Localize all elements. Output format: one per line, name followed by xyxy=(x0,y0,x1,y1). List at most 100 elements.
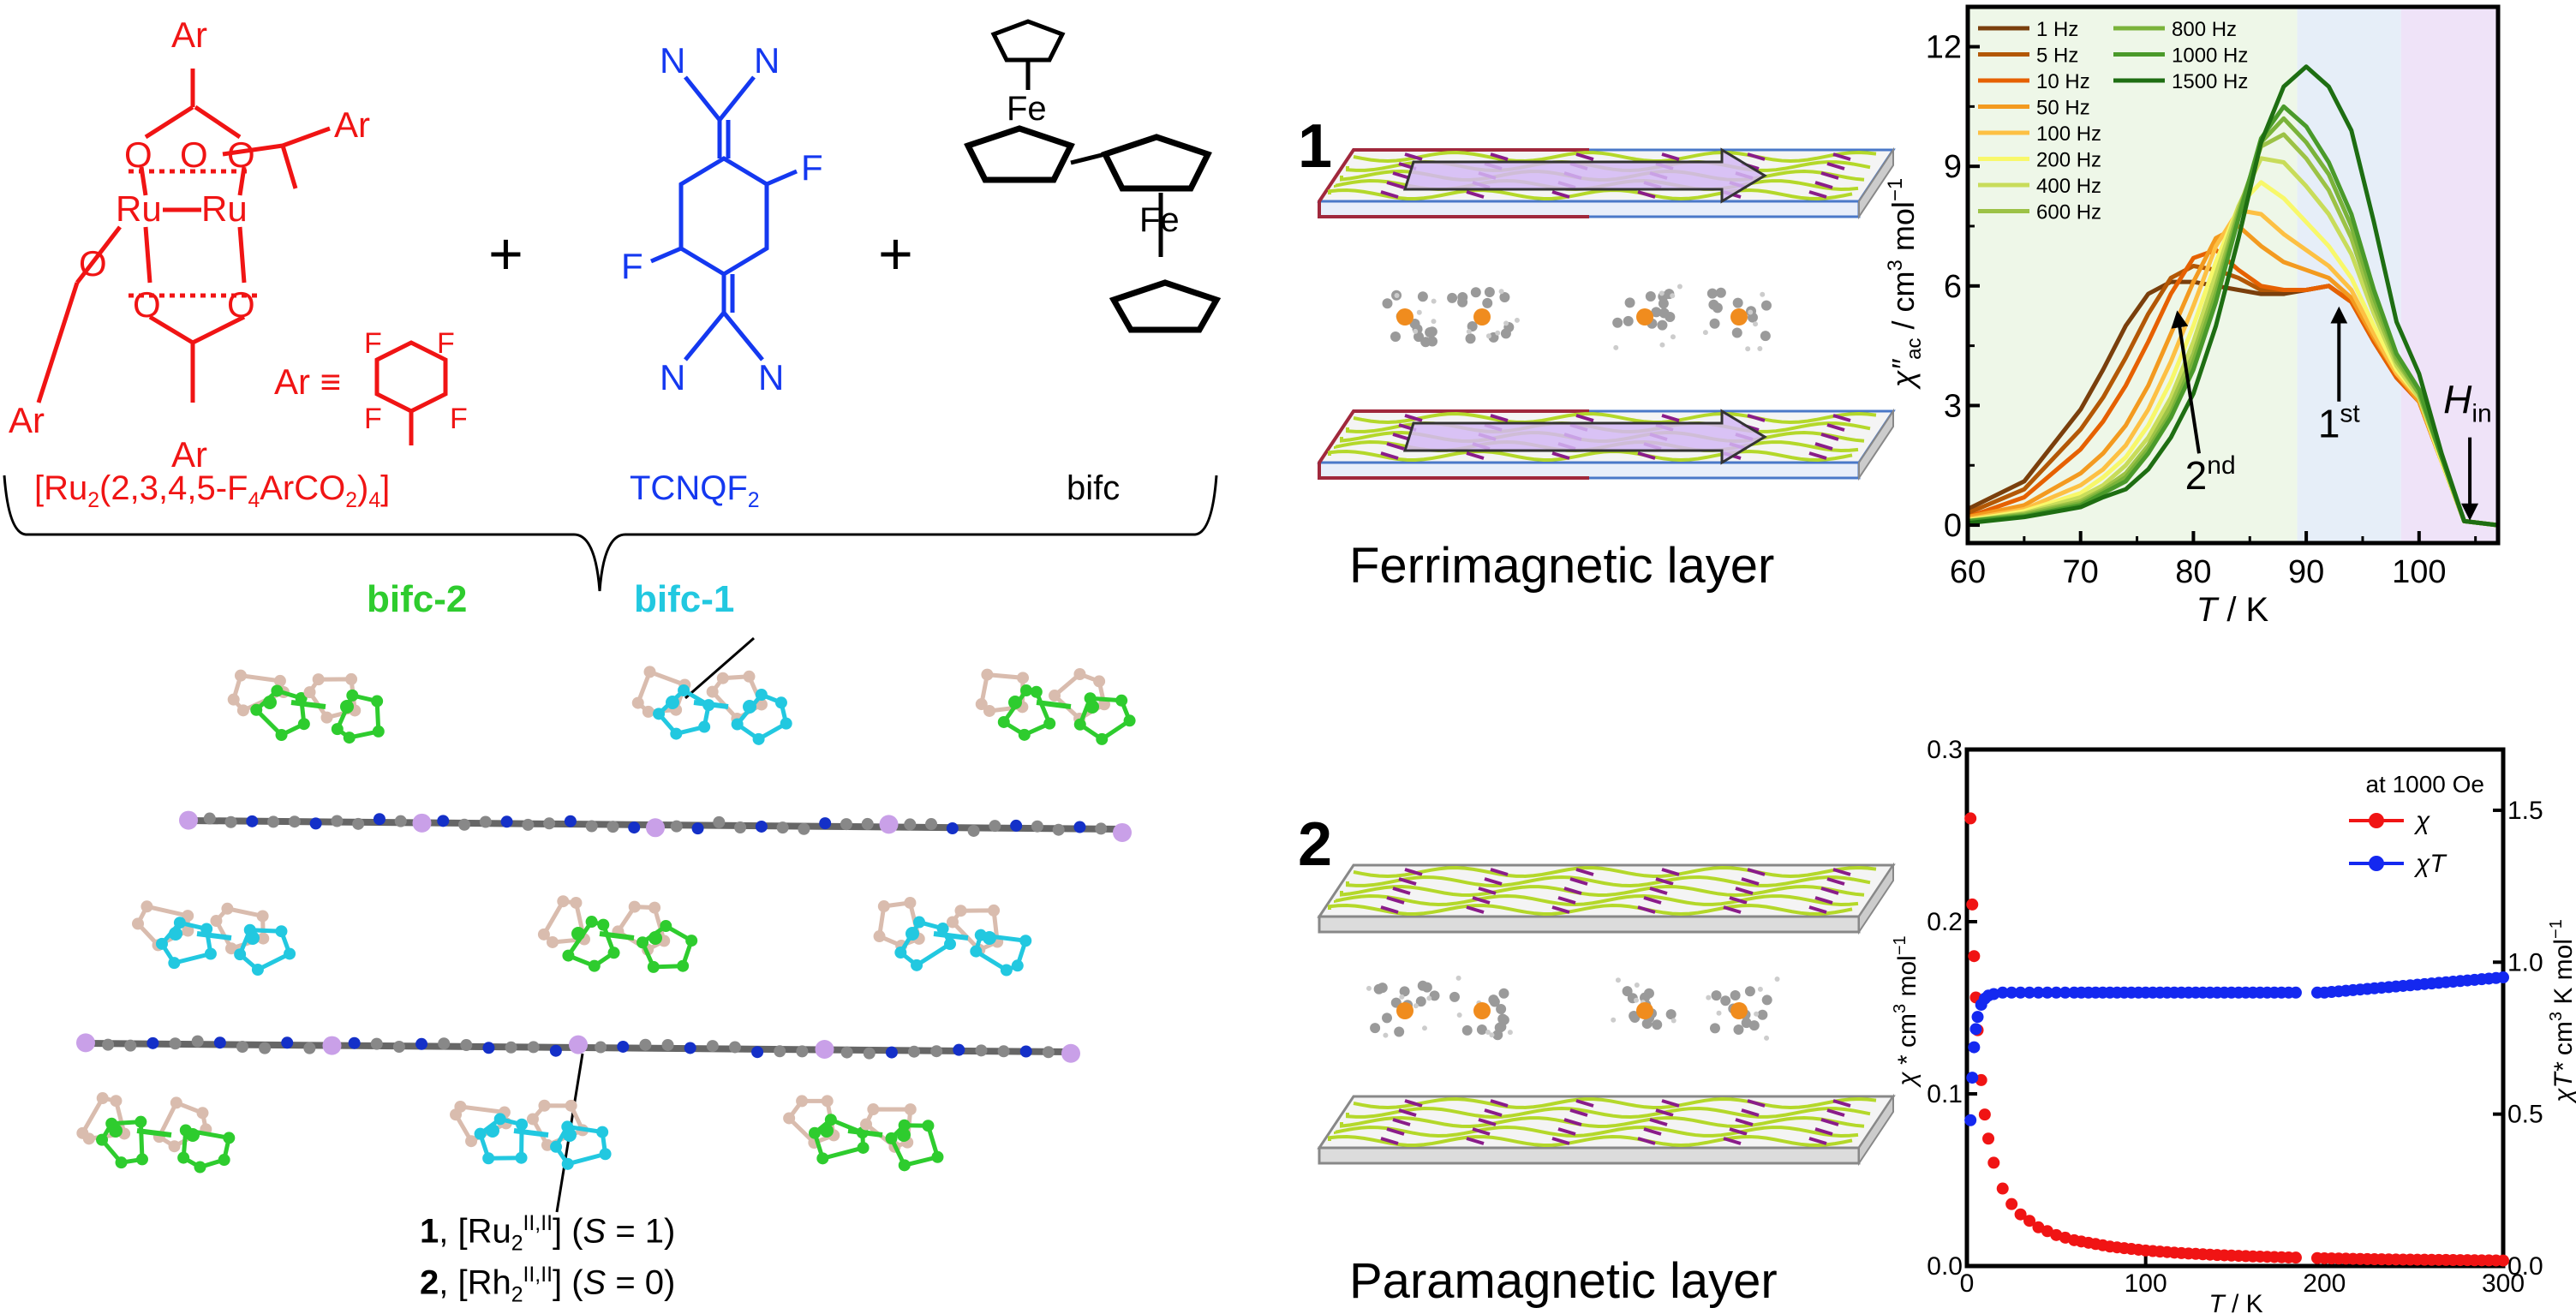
chain-link xyxy=(1404,414,1423,422)
ylabel-part: mol xyxy=(1886,201,1921,260)
carbon-atom xyxy=(1732,297,1743,308)
hydrogen-atom xyxy=(1760,291,1766,297)
hydrogen-atom xyxy=(1615,977,1621,983)
iron-atom xyxy=(109,1124,123,1138)
atom xyxy=(168,957,181,970)
chain-link xyxy=(1575,868,1594,876)
atom xyxy=(1031,820,1043,833)
atom xyxy=(267,815,280,828)
atom xyxy=(821,1095,834,1108)
plus-sign: + xyxy=(488,220,523,287)
atom xyxy=(861,817,874,830)
bond xyxy=(136,1128,172,1138)
bifc-atom-labels: Fe Fe xyxy=(1007,90,1180,239)
chain-link xyxy=(1557,1127,1576,1136)
compound-number: 2 xyxy=(420,1263,439,1302)
chain-link xyxy=(1563,887,1582,895)
chain-link xyxy=(1747,414,1766,422)
chain-link xyxy=(1741,1108,1760,1117)
atom xyxy=(904,1103,917,1116)
bifc-molecule xyxy=(1702,287,1772,352)
legend-label: 100 Hz xyxy=(2036,122,2101,146)
bifc-2-molecule xyxy=(76,1092,236,1174)
right-y-tick-label: 0.0 xyxy=(2507,1252,2543,1281)
data-point xyxy=(2497,971,2509,984)
carbon-atom xyxy=(1657,320,1668,331)
x-tick-label: 0 xyxy=(1960,1269,1975,1298)
annotation-script: in xyxy=(2471,400,2491,428)
atom-o: O xyxy=(227,284,255,325)
atom xyxy=(537,928,550,941)
label-spin: S xyxy=(583,1263,607,1302)
atom xyxy=(931,1150,944,1163)
atom xyxy=(257,932,270,945)
atom xyxy=(76,1033,95,1053)
ylabel-sup: −1 xyxy=(2547,919,2566,939)
compound-2-label: 2, [Rh2II,II] (S = 0) xyxy=(420,1263,675,1307)
chain-link xyxy=(1832,1099,1851,1108)
atom xyxy=(370,1037,383,1050)
label-sub: 2 xyxy=(511,1232,523,1256)
atom xyxy=(1010,819,1023,832)
atom xyxy=(731,718,744,731)
x-tick-label: 200 xyxy=(2303,1269,2346,1298)
atom xyxy=(110,1095,123,1108)
legend-label: χ xyxy=(2413,807,2430,835)
atom xyxy=(755,689,768,702)
hydrogen-atom xyxy=(1716,1010,1722,1016)
data-point-chit xyxy=(2059,986,2071,999)
atom xyxy=(543,817,556,830)
atom-ru: Ru xyxy=(116,188,162,229)
carbon-atom xyxy=(1760,331,1771,342)
xlabel-part: T xyxy=(2208,1290,2226,1314)
carbon-atom xyxy=(1760,300,1772,311)
atom xyxy=(873,930,886,943)
atom xyxy=(1093,675,1106,688)
hydrogen-atom xyxy=(1745,346,1751,352)
data-point-chit xyxy=(2032,986,2045,999)
chain-link xyxy=(1490,152,1509,161)
atom xyxy=(1123,714,1136,727)
hydrogen-atom xyxy=(1383,1032,1389,1038)
chain-link xyxy=(1747,1099,1766,1108)
chain-link xyxy=(1655,877,1674,886)
atom xyxy=(997,715,1010,728)
annotation-script: nd xyxy=(2207,451,2235,480)
chain-link xyxy=(1826,877,1845,886)
ylabel-sup: −1 xyxy=(1884,178,1907,201)
iron-atom xyxy=(486,1124,499,1138)
atom xyxy=(751,1046,764,1059)
data-point-chit xyxy=(2023,986,2036,999)
bond xyxy=(290,700,326,709)
label-spin: S xyxy=(583,1212,607,1251)
iron-atom xyxy=(263,696,277,709)
iron-atom xyxy=(246,931,260,945)
atom xyxy=(946,822,959,835)
slab-edge-red xyxy=(1318,409,1589,480)
xlabel-part: T xyxy=(2196,591,2220,629)
carbon-atom xyxy=(1651,307,1662,318)
carbon-atom xyxy=(1476,1024,1487,1036)
bifc-1-molecule xyxy=(873,896,1032,977)
data-point-chit xyxy=(2041,986,2053,999)
chain-link xyxy=(1808,1137,1827,1145)
atom xyxy=(885,1046,898,1059)
x-axis-label: T / K xyxy=(2196,591,2269,629)
chain-link xyxy=(1643,1127,1662,1136)
atom xyxy=(808,1126,821,1139)
series-line-400hz xyxy=(1967,156,2499,528)
chain-link xyxy=(1637,190,1656,199)
chain-link xyxy=(1661,1099,1680,1108)
chain-link xyxy=(1551,451,1570,460)
atom-fe: Fe xyxy=(1007,90,1047,128)
chain-link xyxy=(1466,905,1485,914)
atom xyxy=(170,1096,182,1109)
y-tick-label: 12 xyxy=(1926,30,1962,66)
legend-label: 800 Hz xyxy=(2172,18,2237,41)
hydrogen-atom xyxy=(1706,994,1712,1000)
atom xyxy=(684,1042,696,1054)
atom xyxy=(922,1120,935,1132)
legend-swatch-marker xyxy=(2369,856,2384,871)
